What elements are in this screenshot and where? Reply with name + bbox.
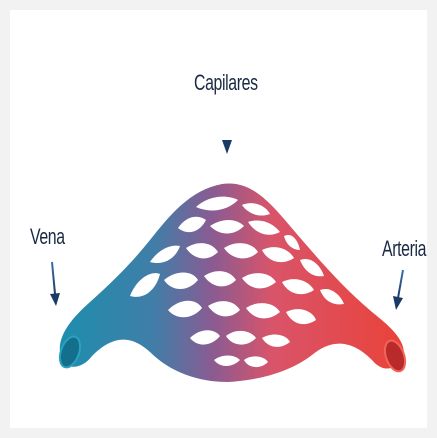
label-capilares: Capilares — [194, 70, 258, 96]
capilares-arrow — [222, 104, 232, 154]
vena-arrow — [50, 262, 60, 306]
label-vena: Vena — [30, 224, 65, 250]
arteria-arrow — [393, 270, 403, 310]
label-arteria: Arteria — [382, 236, 426, 262]
